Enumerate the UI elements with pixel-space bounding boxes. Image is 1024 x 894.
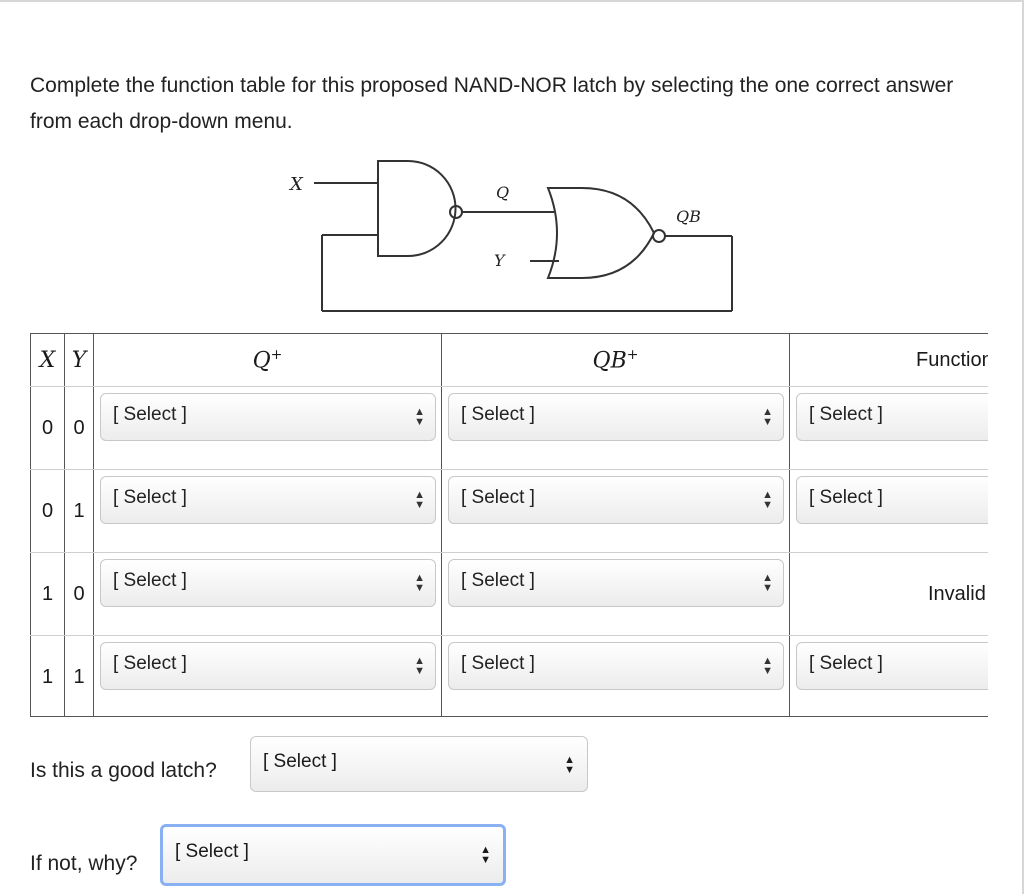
select-value: [ Select ] [113,404,187,425]
diagram-label-qb: QB [676,207,701,226]
diagram-label-q: Q [496,183,509,202]
header-x: X [30,334,65,387]
frame-top-border [0,0,1024,2]
select-value: [ Select ] [809,653,883,674]
select-value: [ Select ] [461,404,535,425]
function-select[interactable]: [ Select ] [796,476,988,524]
qb-plus-select[interactable]: [ Select ] ▲▼ [448,559,784,607]
select-value: [ Select ] [461,653,535,674]
cell-y: 1 [64,635,94,716]
why-select[interactable]: [ Select ] ▲▼ [160,824,506,886]
function-select[interactable]: [ Select ] [796,642,988,690]
q-plus-select[interactable]: [ Select ] ▲▼ [100,393,436,441]
cell-x: 1 [30,635,65,716]
select-value: [ Select ] [461,487,535,508]
nor-gate [546,187,656,279]
cell-qb-plus: [ Select ] ▲▼ [441,469,790,553]
function-static-text: Invalid [928,583,986,605]
select-value: [ Select ] [461,570,535,591]
why-select-value: [ Select ] [175,841,249,862]
select-arrows-icon: ▲▼ [414,406,425,428]
function-select[interactable]: [ Select ] [796,393,988,441]
select-arrows-icon: ▲▼ [762,489,773,511]
qb-plus-select[interactable]: [ Select ] ▲▼ [448,642,784,690]
good-latch-label: Is this a good latch? [30,759,217,782]
nor-bubble [652,229,666,243]
select-value: [ Select ] [809,404,883,425]
cell-q-plus: [ Select ] ▲▼ [93,552,442,636]
why-label: If not, why? [30,852,138,875]
cell-function: [ Select ] [789,469,988,553]
header-q-plus: Q+ [93,334,442,387]
table-header-row: X Y Q+ QB+ Function [30,334,988,387]
cell-qb-plus: [ Select ] ▲▼ [441,552,790,636]
cell-y: 0 [64,386,94,470]
frame-right-border [1022,0,1024,894]
select-value: [ Select ] [809,487,883,508]
select-arrows-icon: ▲▼ [564,754,575,776]
header-function: Function [789,334,988,387]
cell-qb-plus: [ Select ] ▲▼ [441,635,790,716]
latch-circuit-diagram: X Q Y QB [288,160,733,312]
good-latch-select-value: [ Select ] [263,751,337,772]
cell-y: 0 [64,552,94,636]
diagram-label-y: Y [494,251,506,270]
cell-x: 0 [30,469,65,553]
qb-plus-select[interactable]: [ Select ] ▲▼ [448,393,784,441]
diagram-label-x: X [288,174,304,195]
select-arrows-icon: ▲▼ [480,844,491,866]
select-value: [ Select ] [113,487,187,508]
select-value: [ Select ] [113,653,187,674]
cell-x: 1 [30,552,65,636]
cell-qb-plus: [ Select ] ▲▼ [441,386,790,470]
cell-function: [ Select ] [789,386,988,470]
header-qb-plus: QB+ [441,334,790,387]
cell-y: 1 [64,469,94,553]
q-plus-select[interactable]: [ Select ] ▲▼ [100,559,436,607]
q-plus-select[interactable]: [ Select ] ▲▼ [100,476,436,524]
select-arrows-icon: ▲▼ [414,655,425,677]
cell-function: [ Select ] [789,635,988,716]
qb-plus-select[interactable]: [ Select ] ▲▼ [448,476,784,524]
header-y: Y [64,334,94,387]
good-latch-select[interactable]: [ Select ] ▲▼ [250,736,588,792]
question-text: Complete the function table for this pro… [30,74,954,133]
select-arrows-icon: ▲▼ [762,572,773,594]
select-arrows-icon: ▲▼ [414,572,425,594]
select-arrows-icon: ▲▼ [762,655,773,677]
cell-q-plus: [ Select ] ▲▼ [93,469,442,553]
nand-gate [377,160,457,257]
cell-q-plus: [ Select ] ▲▼ [93,635,442,716]
select-arrows-icon: ▲▼ [762,406,773,428]
select-value: [ Select ] [113,570,187,591]
cell-x: 0 [30,386,65,470]
select-arrows-icon: ▲▼ [414,489,425,511]
q-plus-select[interactable]: [ Select ] ▲▼ [100,642,436,690]
cell-function: Invalid [789,552,988,636]
cell-q-plus: [ Select ] ▲▼ [93,386,442,470]
